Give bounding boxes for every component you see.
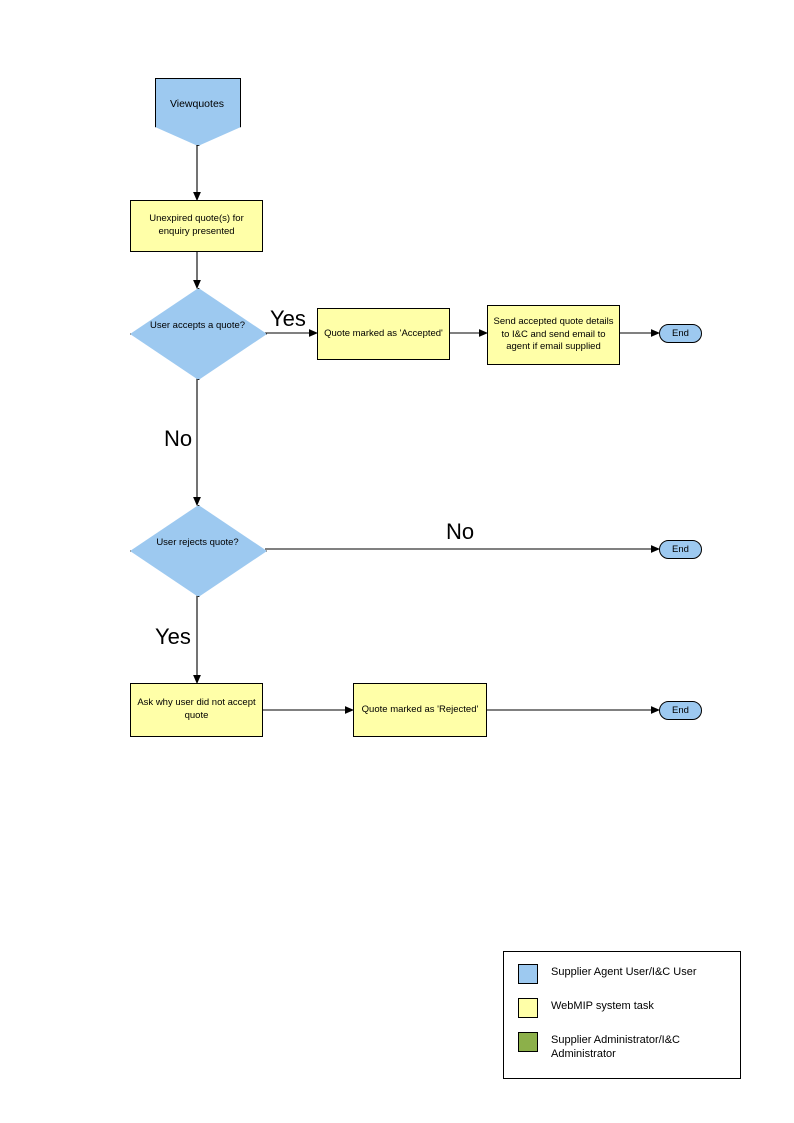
node-unexpired-quotes-label: Unexpired quote(s) for enquiry presented	[149, 213, 244, 237]
node-send-accepted-details-label: Send accepted quote details to I&C and s…	[493, 315, 614, 353]
start-label: Viewquotes	[169, 98, 225, 110]
node-decision-user-accepts-label: User accepts a quote?	[149, 320, 246, 331]
node-send-accepted-details[interactable]: Send accepted quote details to I&C and s…	[487, 305, 620, 365]
node-quote-marked-rejected-label: Quote marked as 'Rejected'	[361, 703, 479, 715]
node-decision-user-rejects-label: User rejects quote?	[156, 537, 239, 548]
legend-item-supplier-agent: Supplier Agent User/I&C User	[518, 964, 726, 984]
edge-label-rejects-yes: Yes	[155, 624, 191, 649]
legend-label-webmip-task: WebMIP system task	[551, 1000, 654, 1012]
node-decision-user-accepts[interactable]: User accepts a quote?	[130, 288, 267, 380]
legend-item-supplier-admin: Supplier Administrator/I&C Administrator	[518, 1032, 726, 1062]
legend-swatch-yellow	[518, 998, 538, 1018]
legend-label-supplier-agent: Supplier Agent User/I&C User	[551, 966, 697, 978]
start-pentagon-shape	[155, 78, 241, 146]
edge-label-accepts-no: No	[164, 426, 193, 451]
node-ask-why-not-accepted[interactable]: Ask why user did not accept quote	[130, 683, 263, 737]
node-end-rejected[interactable]: End	[659, 701, 702, 720]
edge-label-accepts-yes: Yes	[270, 306, 306, 331]
decision-diamond-shape	[130, 505, 267, 597]
node-unexpired-quotes[interactable]: Unexpired quote(s) for enquiry presented	[130, 200, 263, 252]
node-quote-marked-accepted[interactable]: Quote marked as 'Accepted'	[317, 308, 450, 360]
node-end-no-reject[interactable]: End	[659, 540, 702, 559]
node-end-accepted[interactable]: End	[659, 324, 702, 343]
legend-label-supplier-admin: Supplier Administrator/I&C Administrator	[551, 1034, 680, 1060]
node-start-viewquotes[interactable]: Viewquotes	[155, 78, 241, 146]
node-end-no-reject-label: End	[672, 544, 689, 555]
node-ask-why-not-accepted-label: Ask why user did not accept quote	[137, 697, 256, 721]
node-quote-marked-rejected[interactable]: Quote marked as 'Rejected'	[353, 683, 487, 737]
node-decision-user-rejects[interactable]: User rejects quote?	[130, 505, 267, 597]
node-end-rejected-label: End	[672, 705, 689, 716]
legend: Supplier Agent User/I&C User WebMIP syst…	[503, 951, 741, 1079]
node-quote-marked-accepted-label: Quote marked as 'Accepted'	[324, 327, 443, 339]
edge-label-rejects-no: No	[446, 519, 475, 544]
legend-item-webmip-task: WebMIP system task	[518, 998, 726, 1018]
legend-swatch-blue	[518, 964, 538, 984]
legend-swatch-green	[518, 1032, 538, 1052]
decision-diamond-shape	[130, 288, 267, 380]
node-end-accepted-label: End	[672, 328, 689, 339]
